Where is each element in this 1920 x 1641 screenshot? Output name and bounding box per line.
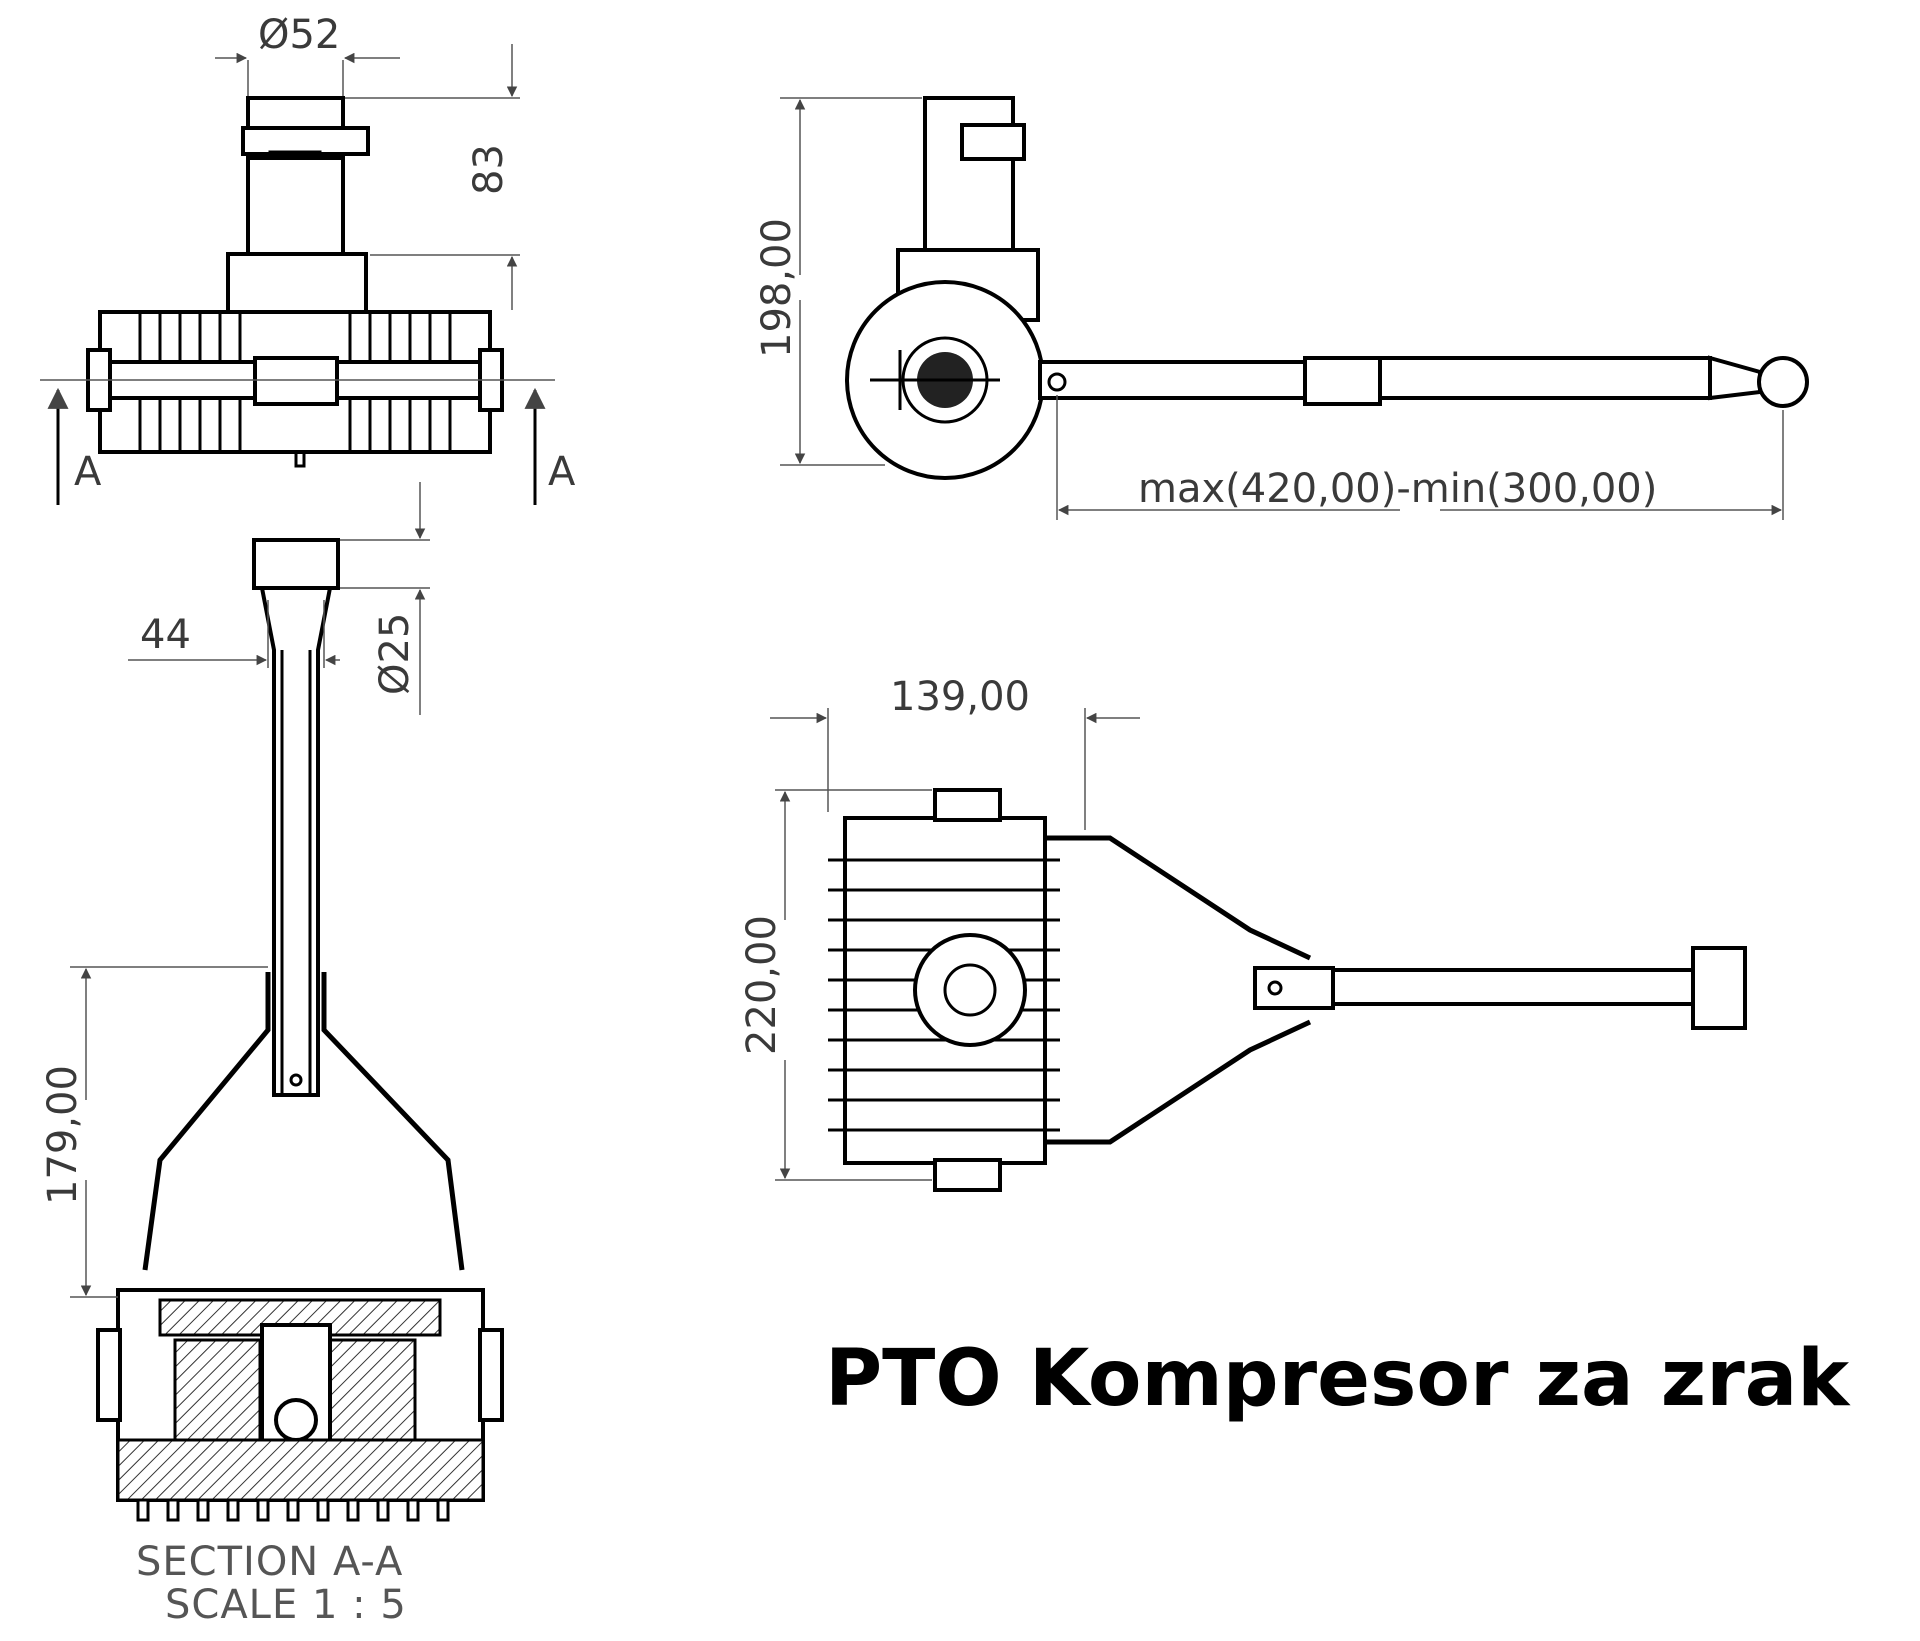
drawing-title: PTO Kompresor za zrak bbox=[825, 1334, 1851, 1424]
dim-section-width: 44 bbox=[140, 612, 191, 658]
section-marker-right: A bbox=[548, 449, 576, 495]
section-label-line1: SECTION A-A bbox=[136, 1539, 403, 1585]
side-view: 198,00 max(420,00)-min(300,00) bbox=[754, 96, 1809, 520]
section-fins bbox=[136, 1498, 450, 1522]
dim-side-length: max(420,00)-min(300,00) bbox=[1138, 466, 1657, 512]
section-marker-left: A bbox=[74, 449, 102, 495]
dim-front-height: 220,00 bbox=[739, 915, 785, 1055]
section-label-line2: SCALE 1 : 5 bbox=[165, 1582, 407, 1628]
dim-section-diameter: Ø25 bbox=[372, 613, 418, 695]
dim-front-width: 139,00 bbox=[890, 674, 1030, 720]
front-view: 139,00 220,00 bbox=[739, 674, 1747, 1192]
dim-section-height: 179,00 bbox=[40, 1065, 86, 1205]
dim-side-height: 198,00 bbox=[754, 218, 800, 358]
dim-top-height: 83 bbox=[466, 144, 512, 195]
top-view: Ø52 83 A A bbox=[40, 12, 576, 505]
section-view: 44 Ø25 179,00 SECTION A-A SCALE 1 : 5 bbox=[40, 482, 504, 1628]
dim-top-diameter: Ø52 bbox=[258, 12, 340, 58]
